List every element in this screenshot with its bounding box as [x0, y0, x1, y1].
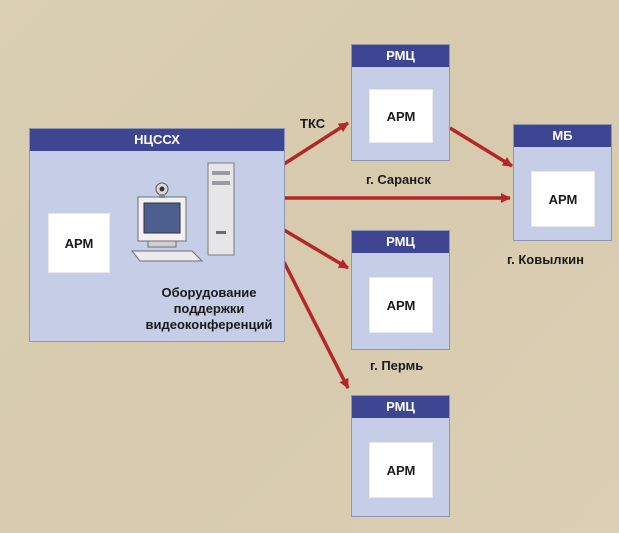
city-label-kovylkin: г. Ковылкин	[507, 252, 584, 267]
node-arm-box: АРМ	[531, 171, 595, 227]
arrow-hub-to-rmc-4	[282, 261, 350, 389]
node-title: МБ	[514, 125, 611, 147]
equipment-label: Оборудование поддержки видеоконференций	[145, 285, 273, 332]
city-label-saransk: г. Саранск	[366, 172, 431, 187]
hub-panel: НЦССХ АРМ Оборудование поддержки видеоко…	[29, 128, 285, 342]
hub-title: НЦССХ	[30, 129, 284, 151]
node-rmc-perm: РМЦ АРМ	[351, 230, 450, 350]
node-arm-box: АРМ	[369, 442, 433, 498]
node-title: РМЦ	[352, 396, 449, 418]
node-title: РМЦ	[352, 45, 449, 67]
node-mb-kovylkin: МБ АРМ	[513, 124, 612, 241]
video-equipment-icon	[130, 162, 235, 262]
hub-arm-box: АРМ	[48, 213, 110, 273]
arrow-hub-to-saransk	[283, 121, 349, 166]
arrow-hub-to-perm	[283, 228, 349, 270]
city-label-perm: г. Пермь	[370, 358, 424, 373]
node-rmc-saransk: РМЦ АРМ	[351, 44, 450, 161]
node-arm-box: АРМ	[369, 89, 433, 143]
arrow-saransk-to-kovylkin	[449, 126, 513, 168]
link-label-tks: ТКС	[300, 116, 326, 131]
node-title: РМЦ	[352, 231, 449, 253]
node-arm-box: АРМ	[369, 277, 433, 333]
node-rmc-4: РМЦ АРМ	[351, 395, 450, 517]
